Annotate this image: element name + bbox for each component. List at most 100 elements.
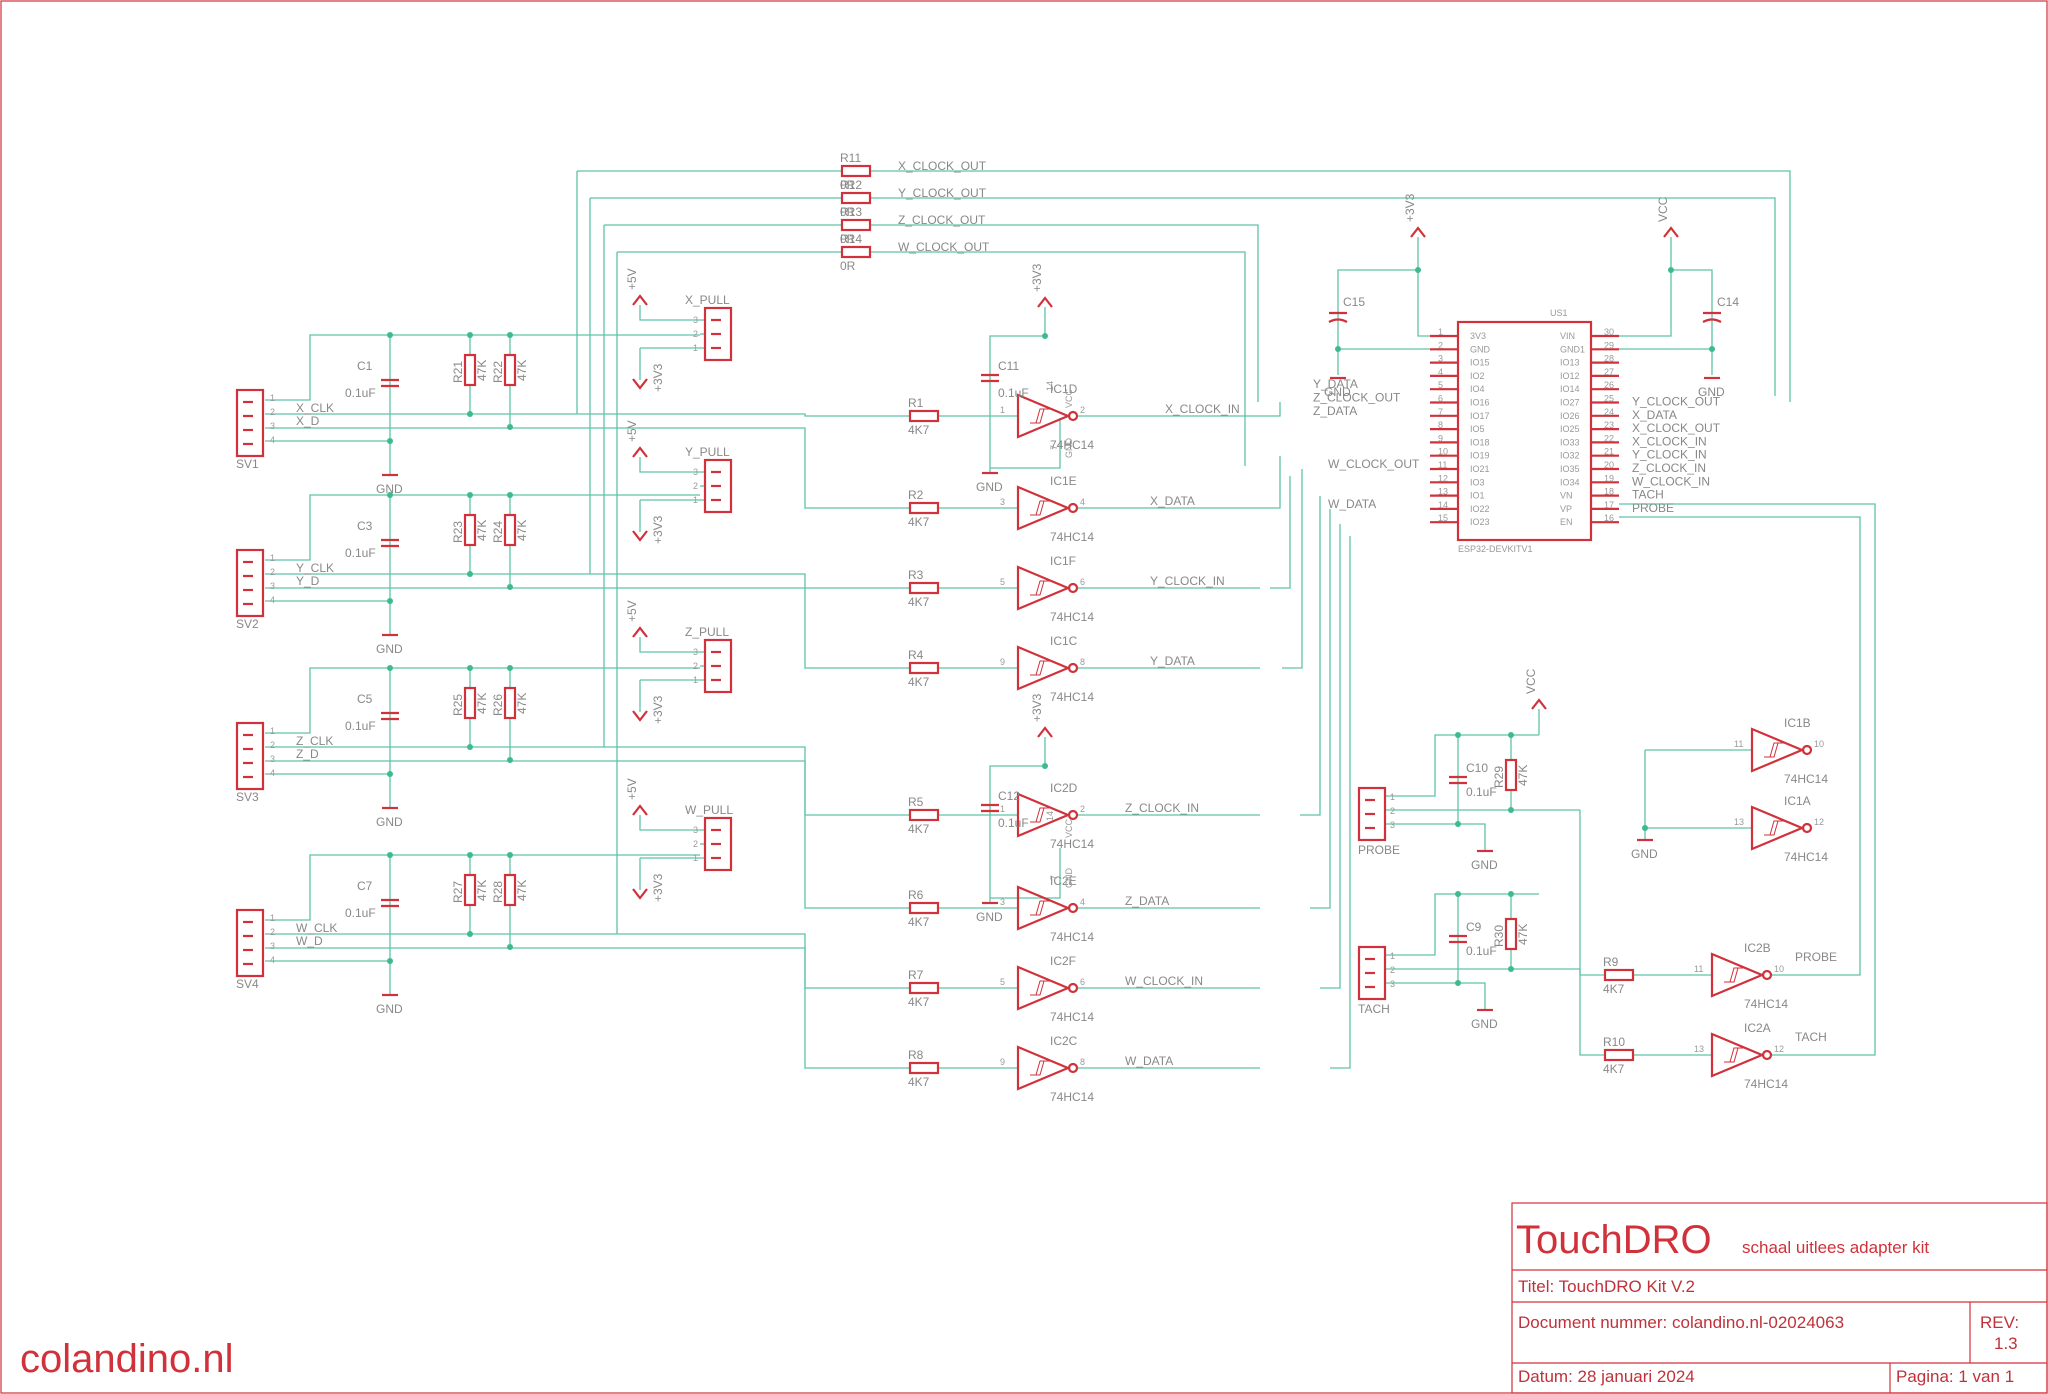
net-label: W_CLK [296,921,337,935]
supply-arrow [632,294,648,306]
junction-dot [1335,346,1341,352]
net-label: Y_CLOCK_IN [1150,574,1225,588]
schmitt-icon [1724,1047,1746,1063]
net-label: X_D [296,414,320,428]
wire [990,418,1061,469]
brand-title: TouchDRO [1516,1218,1712,1262]
pin-number: 9 [1000,657,1005,667]
resistor-body [463,686,477,720]
inverter-triangle [1016,393,1071,439]
spare-gate-ic1b [1750,727,1813,773]
pin-number: 3 [270,754,275,764]
pin-number: 2 [1390,965,1395,975]
wire [1579,810,1605,976]
gate-ref: IC1C [1050,634,1078,648]
wire [870,224,1259,402]
resistor-body [908,808,940,822]
resistor-value: 0R [840,205,856,219]
junction-dot [1042,763,1048,769]
junction-dot [387,958,393,964]
inverter-bubble [1067,902,1079,914]
resistor-ref: R14 [840,232,862,246]
wire [1385,893,1539,956]
junction-dot [1455,732,1461,738]
pin-number: 2 [1438,340,1443,350]
net-label: W_D [296,934,323,948]
capacitor-ref: C3 [357,519,373,533]
wire [265,854,700,921]
junction-dot [467,852,473,858]
pin-number: 2 [270,567,275,577]
wire [265,413,910,417]
wire [870,251,1246,466]
pin-number: 2 [693,481,698,491]
inverter-bubble [1067,662,1079,674]
inverter-triangle [1016,792,1071,838]
module-ref: US1 [1550,308,1568,318]
net-label: Y_CLOCK_OUT [898,186,987,200]
supply-arrow [1037,726,1053,738]
wire [1619,516,1861,976]
pin-number: 19 [1604,473,1614,483]
pin-number: 2 [1080,405,1085,415]
pin-number: 1 [270,913,275,923]
resistor-ref: R5 [908,795,924,809]
net-label: Y_CLK [296,561,334,575]
resistor-ref: R24 [491,521,505,543]
pin-name: VIN [1560,331,1575,341]
pin-number: 18 [1604,487,1614,497]
junction-dot [1508,966,1514,972]
connector-sv4 [235,908,265,978]
net-label: Z_CLOCK_IN [1632,461,1706,475]
resistor-ref: R9 [1603,955,1619,969]
pin-name: GND [1470,344,1491,354]
return-wire [1260,402,1281,417]
pin-name: IO27 [1560,398,1580,408]
resistor-body [463,353,477,387]
wire [265,760,910,909]
ground-label: GND [376,1002,403,1016]
capacitor-value: 0.1uF [345,386,376,400]
net-label: Z_CLK [296,734,333,748]
pull-header-name: Y_PULL [685,445,730,459]
junction-dot [507,852,513,858]
inverter-triangle [1016,565,1071,611]
resistor-value: 4K7 [908,515,930,529]
gate-ref: IC1A [1784,794,1811,808]
buffer-ic1e [1016,485,1079,531]
ground-label: GND [1324,385,1351,399]
junction-dot [1508,732,1514,738]
pin-number: 7 [1049,875,1059,880]
resistor-value: 47K [475,360,489,381]
return-wire [1282,469,1303,669]
inverter-bubble [1067,982,1079,994]
connector-name: SV2 [236,617,259,631]
resistor-body [908,1061,940,1075]
inverter-bubble [1801,822,1813,834]
junction-dot [507,332,513,338]
return-wire [1300,496,1321,816]
capacitor-ref: C7 [357,879,373,893]
resistor-value: 47K [515,520,529,541]
gate-part: 74HC14 [1050,530,1094,544]
wires-layer [265,170,1876,1069]
pin-number: 1 [693,853,698,863]
pin-name: IO12 [1560,371,1580,381]
wire [870,197,1776,396]
buffer-ic1d [1016,393,1079,439]
pin-number: 17 [1604,500,1614,510]
junction-dot [507,424,513,430]
supply-arrow [632,530,648,542]
connector-sv2 [235,548,265,618]
pin-number: 27 [1604,367,1614,377]
net-label: Y_CLOCK_OUT [1632,395,1721,409]
resistor-body [503,353,517,387]
pin-name: IO19 [1470,451,1490,461]
connector-sv3 [235,721,265,791]
resistor-body [840,164,872,178]
net-label: W_DATA [1125,1054,1173,1068]
supply-label: +3V3 [651,363,665,392]
pin-number: 14 [1045,381,1055,391]
pin-number: 3 [693,315,698,325]
capacitor-value: 0.1uF [998,386,1029,400]
